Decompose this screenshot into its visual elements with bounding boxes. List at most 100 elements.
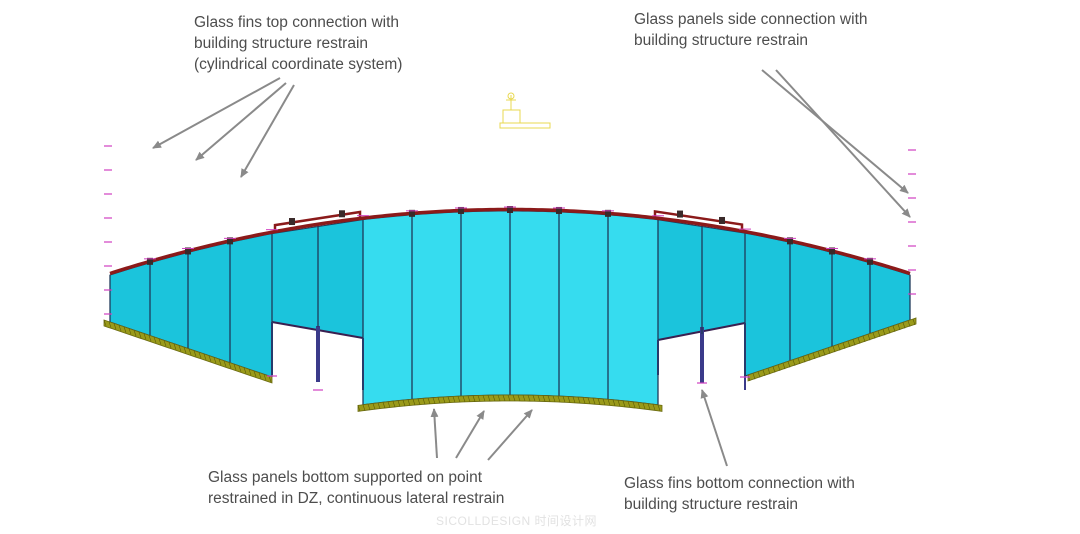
bottom-support-right-hatch [757,371,761,378]
bottom-support-right-hatch [897,323,901,331]
glass-fins [109,211,911,405]
bottom-support-left-hatch [268,375,272,383]
bottom-support-middle-hatch [442,396,446,404]
bottom-support-right-hatch [807,354,811,361]
bottom-support-middle-hatch [492,395,496,402]
callout-arrow-7 [487,409,533,461]
bottom-support-middle-hatch [467,395,471,402]
bottom-support-left-hatch [263,374,267,381]
bottom-support-middle-hatch [657,404,661,411]
bottom-support-middle-hatch [567,396,571,403]
annotation-bottom-right: Glass fins bottom connection with buildi… [624,475,855,513]
bottom-support-middle-hatch [427,397,431,405]
fin-top-node-8 [787,237,793,245]
bottom-support-left-hatch [183,347,187,354]
bottom-support-middle-hatch [552,395,556,402]
glass-wing-right [744,232,911,377]
bottom-support-middle-hatch [612,399,616,406]
bottom-support-left-hatch [223,360,227,367]
bottom-support-left-hatch [113,323,117,330]
bottom-support-right-hatch [862,335,866,343]
callout-arrow-0 [152,77,281,149]
bottom-support-right-hatch [867,334,871,341]
bottom-support-right-hatch [752,373,756,380]
bottom-support-right-hatch [842,342,846,349]
bottom-support-left [103,319,273,384]
bracket-node-1 [339,210,345,218]
bottom-support-middle-hatch [412,399,416,406]
bottom-support-middle-hatch [482,395,486,402]
bottom-support-middle-hatch [642,402,646,410]
bottom-support-right-hatch [857,337,861,344]
bottom-support-left-hatch [228,362,232,369]
bottom-support-left-hatch [108,321,112,328]
bottom-support-right [747,317,917,382]
bottom-support-middle-hatch [597,398,601,405]
bottom-support-middle-hatch [592,398,596,405]
bottom-support-left-hatch [168,341,172,349]
bottom-support-left-hatch [218,358,222,366]
coord-base [499,122,551,129]
fin-top-node-0 [147,257,153,265]
bottom-support-left-hatch [143,333,147,340]
bottom-support-middle-hatch [557,395,561,403]
bottom-support-left-hatch [213,357,217,364]
bottom-support-middle-hatch [417,398,421,405]
bottom-support-right-hatch [802,356,806,363]
bottom-support-right-hatch [827,347,831,354]
bottom-support-middle-hatch [487,395,491,402]
annotation-bottom-left: Glass panels bottom supported on point r… [208,469,505,507]
callout-arrow-8 [700,389,728,467]
bottom-support-middle-hatch [627,401,631,408]
bottom-support-left-hatch [163,340,167,347]
bottom-support-left-hatch [153,336,157,344]
fin-top-node-10 [867,257,873,265]
bottom-support-right-hatch [837,344,841,351]
fin-top-node-1 [185,247,191,255]
bracket-node-2 [677,210,683,218]
bottom-support-right-hatch [877,330,881,337]
bottom-support-right-hatch [832,346,836,353]
bottom-support-left-hatch [118,324,122,332]
bottom-support-middle-hatch [582,397,586,404]
bottom-support-middle-hatch [472,395,476,402]
bottom-support-right-hatch [887,327,891,334]
bottom-support-middle-hatch [637,402,641,409]
bottom-support-middle-hatch [577,396,581,404]
callout-arrow-5 [430,408,439,459]
fin-top-node-6 [556,206,562,214]
bottom-support-right-hatch [772,366,776,373]
bottom-support-right-hatch [822,349,826,356]
bottom-support-middle-hatch [527,395,531,402]
bottom-support-left-hatch [258,372,262,379]
bottom-support-right-hatch [817,351,821,358]
callout-arrow-6 [455,410,485,459]
bracket-node-0 [289,218,295,226]
bottom-support-middle-hatch [462,395,466,403]
bottom-support-middle-hatch [507,394,511,402]
bottom-support-middle-hatch [367,403,371,411]
bottom-support-right-hatch [852,339,856,346]
bottom-support-left-hatch [248,369,252,376]
bottom-support-right-hatch [812,352,816,360]
fin-top-node-9 [829,247,835,255]
bottom-support-right-hatch [912,318,916,326]
bottom-support-left-hatch [128,328,132,335]
bottom-support-left-hatch [173,343,177,350]
bottom-support-left-hatch [188,348,192,355]
bottom-support-middle-hatch [547,395,551,402]
bottom-support-middle-hatch [447,396,451,403]
bottom-support-middle-hatch [407,399,411,406]
bottom-support-middle-hatch [617,400,621,407]
bottom-support-middle-hatch [532,395,536,402]
restraint-markers [104,145,916,391]
bottom-support-middle-hatch [372,403,376,410]
bottom-support-middle-hatch [382,402,386,409]
coord-box [502,109,521,124]
bottom-support-right-hatch [882,329,886,336]
door-post-right [700,327,704,383]
bottom-support-middle-hatch [377,402,381,409]
bottom-support-left-hatch [238,365,242,372]
bottom-support-left-hatch [208,355,212,362]
